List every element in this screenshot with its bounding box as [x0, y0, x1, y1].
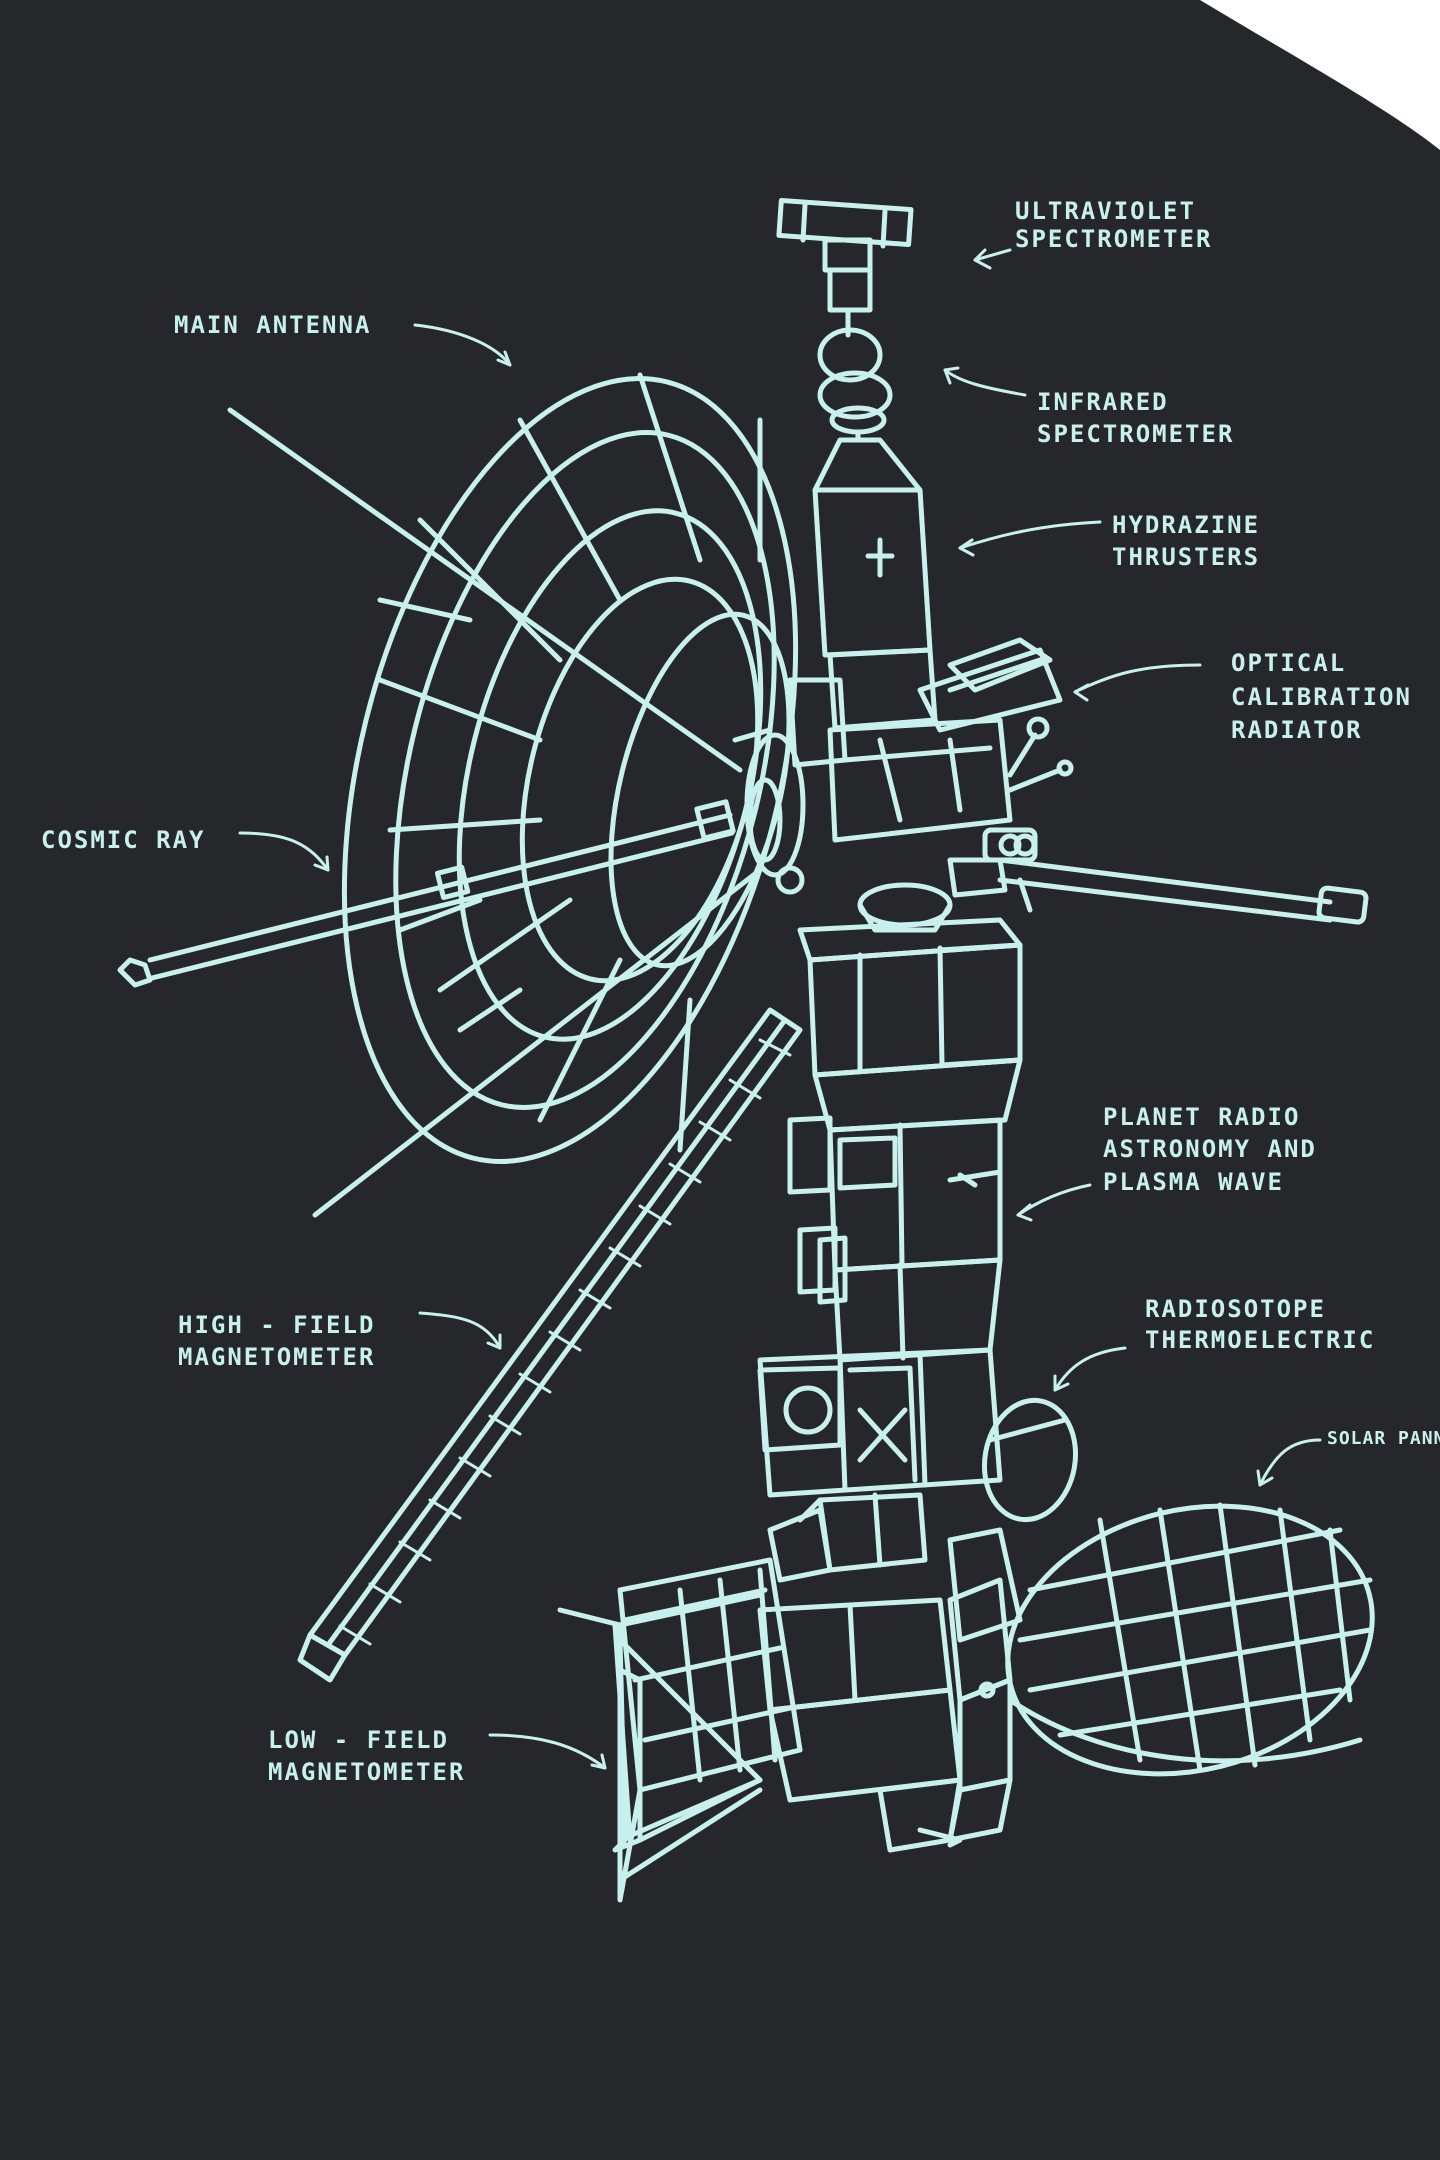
svg-text:LOW - FIELD: LOW - FIELD	[268, 1726, 449, 1754]
lower-bus	[767, 1492, 1023, 1643]
svg-text:HIGH - FIELD: HIGH - FIELD	[178, 1311, 375, 1339]
label-radioisotope-thermoelectric: RADIOSOTOPE THERMOELECTRIC	[1145, 1295, 1375, 1354]
svg-text:SOLAR PANNEL: SOLAR PANNEL	[1327, 1428, 1440, 1449]
svg-text:MAGNETOMETER: MAGNETOMETER	[268, 1758, 465, 1786]
label-solar-panel: SOLAR PANNEL	[1327, 1428, 1440, 1449]
svg-text:PLASMA WAVE: PLASMA WAVE	[1103, 1168, 1284, 1196]
svg-text:MAIN ANTENNA: MAIN ANTENNA	[174, 311, 371, 339]
svg-text:ULTRAVIOLET: ULTRAVIOLET	[1015, 197, 1196, 225]
high-field-magnetometer-boom	[297, 1007, 803, 1683]
right-instrument-cluster	[947, 827, 1038, 913]
svg-text:THRUSTERS: THRUSTERS	[1112, 543, 1260, 571]
solar-panel	[1005, 1502, 1375, 1777]
scan-platform	[732, 647, 1063, 895]
dish-strut-lower	[312, 867, 763, 1218]
svg-text:INFRARED: INFRARED	[1037, 388, 1169, 416]
label-planet-radio-astronomy: PLANET RADIO ASTRONOMY AND PLASMA WAVE	[1103, 1103, 1317, 1196]
radioisotope-thermoelectric-generator	[757, 1347, 1079, 1523]
callout-arrows	[238, 248, 1322, 1770]
label-infrared-spectrometer: INFRARED SPECTROMETER	[1037, 388, 1234, 448]
label-ultraviolet-spectrometer: ULTRAVIOLET SPECTROMETER	[1015, 197, 1212, 253]
svg-text:OPTICAL: OPTICAL	[1231, 649, 1346, 677]
cosmic-ray-boom	[117, 799, 736, 988]
optical-calibration-radiator	[947, 637, 1074, 793]
label-cosmic-ray: COSMIC RAY	[41, 826, 206, 854]
label-optical-calibration-radiator: OPTICAL CALIBRATION RADIATOR	[1231, 649, 1412, 744]
svg-text:CALIBRATION: CALIBRATION	[1231, 683, 1412, 711]
svg-text:THERMOELECTRIC: THERMOELECTRIC	[1145, 1326, 1375, 1354]
svg-text:SPECTROMETER: SPECTROMETER	[1037, 420, 1234, 448]
svg-text:PLANET RADIO: PLANET RADIO	[1103, 1103, 1300, 1131]
svg-text:RADIOSOTOPE: RADIOSOTOPE	[1145, 1295, 1326, 1323]
dish-strut-upper	[227, 407, 743, 773]
svg-text:ASTRONOMY AND: ASTRONOMY AND	[1103, 1135, 1317, 1163]
label-high-field-magnetometer: HIGH - FIELD MAGNETOMETER	[178, 1311, 375, 1371]
svg-text:COSMIC RAY: COSMIC RAY	[41, 826, 206, 854]
central-bus	[787, 882, 1023, 1363]
outer-left-panel	[612, 1592, 763, 1843]
label-low-field-magnetometer: LOW - FIELD MAGNETOMETER	[268, 1726, 465, 1786]
label-hydrazine-thrusters: HYDRAZINE THRUSTERS	[1112, 511, 1260, 571]
right-boom	[997, 857, 1369, 925]
svg-text:MAGNETOMETER: MAGNETOMETER	[178, 1343, 375, 1371]
infrared-spectrometer	[817, 327, 893, 443]
svg-text:SPECTROMETER: SPECTROMETER	[1015, 225, 1212, 253]
label-main-antenna: MAIN ANTENNA	[174, 311, 371, 339]
svg-text:HYDRAZINE: HYDRAZINE	[1112, 511, 1260, 539]
svg-text:RADIATOR: RADIATOR	[1231, 716, 1363, 744]
